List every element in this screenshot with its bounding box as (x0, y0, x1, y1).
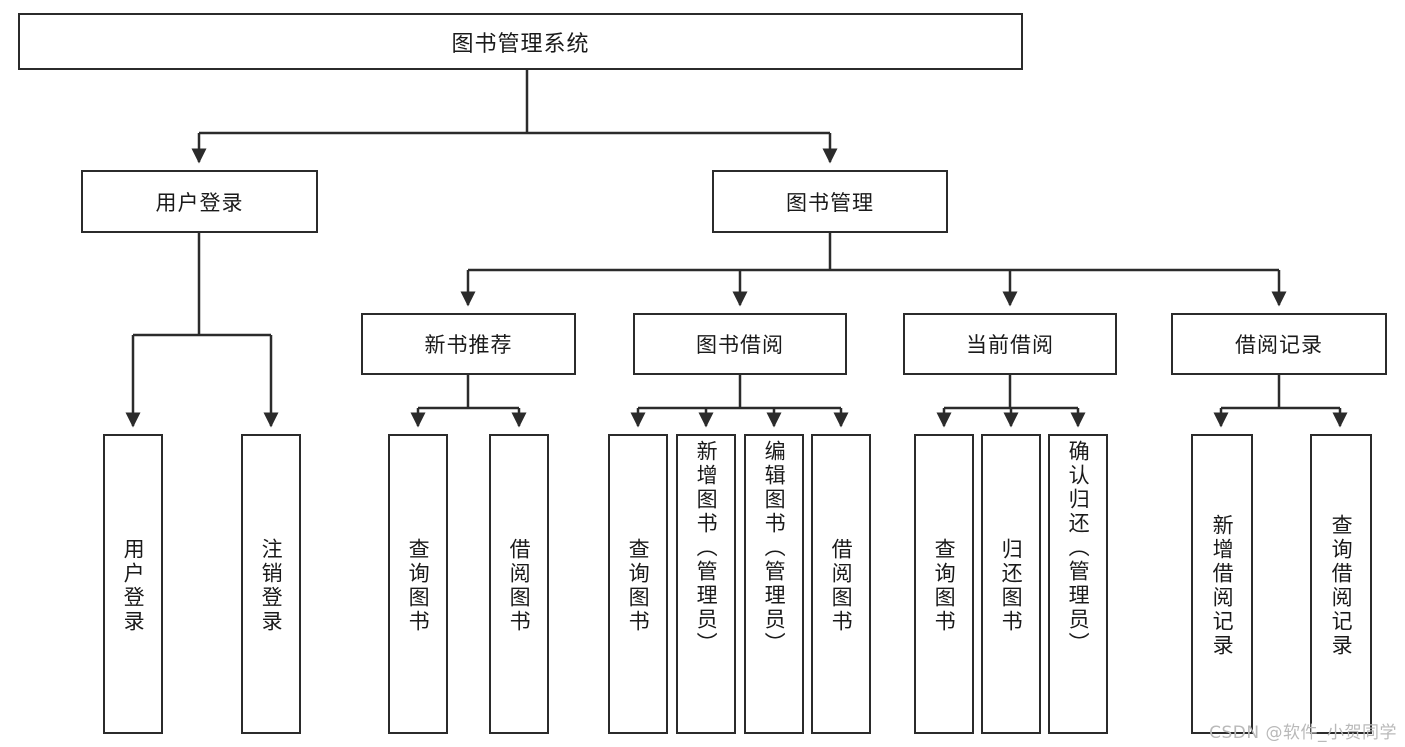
leaf-borrow-query-book[interactable]: 查询图书 (608, 434, 668, 734)
leaf-newbook-query-book[interactable]: 查询图书 (388, 434, 448, 734)
leaf-current-confirm-return-admin[interactable]: 确认归还（管理员） (1048, 434, 1108, 734)
leaf-label: 用户登录 (121, 538, 146, 634)
leaf-current-query-book[interactable]: 查询图书 (914, 434, 974, 734)
leaf-borrow-edit-book-admin[interactable]: 编辑图书（管理员） (744, 434, 804, 734)
leaf-records-query-record[interactable]: 查询借阅记录 (1310, 434, 1372, 734)
leaf-label: 借阅图书 (829, 538, 854, 634)
leaf-label: 编辑图书（管理员） (762, 440, 787, 656)
leaf-label: 借阅图书 (507, 538, 532, 634)
leaf-label: 归还图书 (999, 538, 1024, 634)
leaf-user-login-login[interactable]: 用户登录 (103, 434, 163, 734)
leaf-label: 新增借阅记录 (1210, 514, 1235, 658)
leaf-borrow-borrow-book[interactable]: 借阅图书 (811, 434, 871, 734)
leaf-user-login-logout[interactable]: 注销登录 (241, 434, 301, 734)
leaf-label: 查询图书 (932, 538, 957, 634)
leaf-borrow-add-book-admin[interactable]: 新增图书（管理员） (676, 434, 736, 734)
leaf-newbook-borrow-book[interactable]: 借阅图书 (489, 434, 549, 734)
leaf-label: 新增图书（管理员） (694, 440, 719, 656)
node-book-borrow[interactable]: 图书借阅 (633, 313, 847, 375)
leaf-label: 查询图书 (406, 538, 431, 634)
node-user-login[interactable]: 用户登录 (81, 170, 318, 233)
leaf-label: 注销登录 (259, 538, 284, 634)
node-book-management[interactable]: 图书管理 (712, 170, 948, 233)
leaf-label: 查询借阅记录 (1329, 514, 1354, 658)
leaf-current-return-book[interactable]: 归还图书 (981, 434, 1041, 734)
leaf-records-add-record[interactable]: 新增借阅记录 (1191, 434, 1253, 734)
node-new-book-recommend[interactable]: 新书推荐 (361, 313, 576, 375)
node-root-system[interactable]: 图书管理系统 (18, 13, 1023, 70)
leaf-label: 确认归还（管理员） (1066, 440, 1091, 656)
node-current-borrow[interactable]: 当前借阅 (903, 313, 1117, 375)
node-borrow-records[interactable]: 借阅记录 (1171, 313, 1387, 375)
leaf-label: 查询图书 (626, 538, 651, 634)
